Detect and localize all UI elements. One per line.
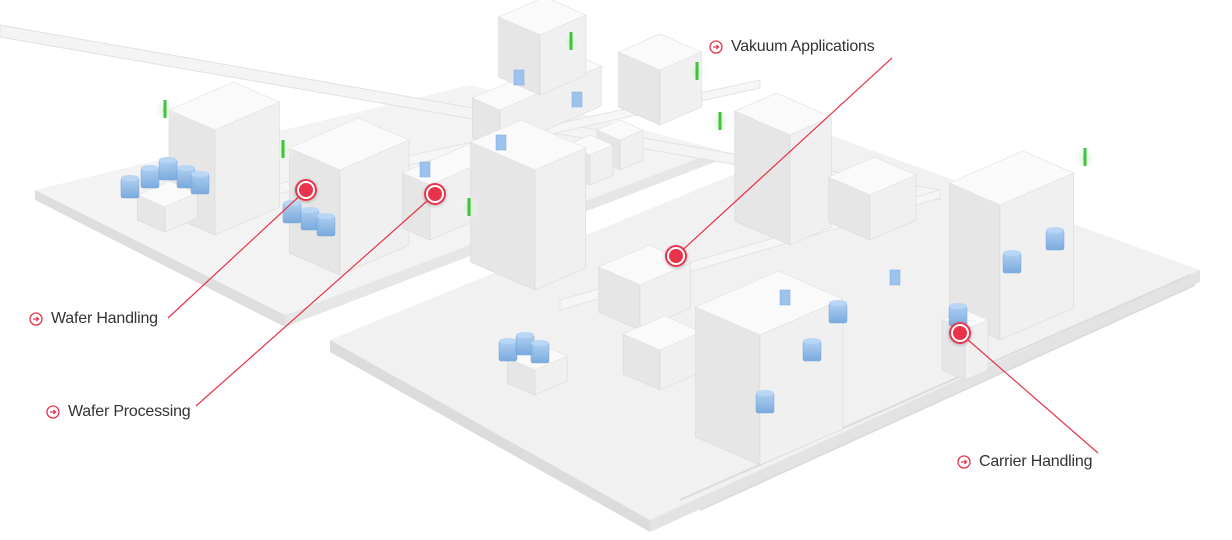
status-light-icon (559, 30, 583, 54)
wafer-carrier (948, 303, 968, 327)
status-light-icon (457, 196, 481, 220)
rail-carrier (571, 91, 583, 108)
machine-vacuum-tower (469, 119, 587, 291)
leader-line-wafer-handling (167, 189, 307, 319)
status-light-icon (271, 138, 295, 162)
machine-vacuum-tower-right (734, 92, 833, 246)
label-wafer-processing[interactable]: Wafer Processing (46, 403, 191, 421)
wafer-carrier (316, 213, 336, 237)
wafer-carrier (515, 332, 535, 356)
leader-line-vakuum-applications (675, 57, 893, 257)
status-light-icon (153, 98, 177, 122)
wafer-carrier (140, 165, 160, 189)
label-vakuum-applications[interactable]: Vakuum Applications (709, 38, 875, 56)
label-text: Wafer Processing (68, 403, 191, 420)
leader-line-wafer-processing (195, 193, 436, 407)
circle-arrow-right-icon (29, 312, 43, 326)
status-light-icon (1073, 146, 1097, 170)
hotspot-wafer-handling[interactable] (295, 179, 317, 201)
wafer-carrier (802, 338, 822, 362)
leader-lines (167, 57, 1099, 454)
rail-carrier (779, 289, 791, 306)
label-carrier-handling[interactable]: Carrier Handling (957, 453, 1092, 471)
wafer-carrier (1002, 250, 1022, 274)
wafer-carrier (530, 340, 550, 364)
wafer-carrier (158, 157, 178, 181)
machine-vacuum-chamber-right (827, 156, 917, 241)
rail-carrier (419, 161, 431, 178)
hotspot-carrier-handling[interactable] (949, 322, 971, 344)
wafer-carrier (828, 300, 848, 324)
machine-carrier-loader (694, 270, 844, 466)
label-text: Carrier Handling (979, 453, 1093, 470)
wafer-carrier (190, 171, 210, 195)
label-text: Vakuum Applications (731, 38, 875, 55)
status-light-icon (685, 60, 709, 84)
wafer-carrier (300, 207, 320, 231)
wafer-carrier (120, 175, 140, 199)
status-light-icon (708, 110, 732, 134)
rail-carrier (495, 134, 507, 151)
wafer-carrier (176, 165, 196, 189)
rail-carrier (889, 269, 901, 286)
wafer-carrier (755, 390, 775, 414)
hotspot-vakuum-applications[interactable] (665, 245, 687, 267)
agv-cart-left (136, 180, 198, 233)
leader-line-carrier-handling (959, 332, 1099, 454)
circle-arrow-right-icon (957, 455, 971, 469)
wafer-carrier (498, 338, 518, 362)
machine-carrier-stocker (948, 150, 1075, 341)
label-text: Wafer Handling (51, 310, 158, 327)
label-wafer-handling[interactable]: Wafer Handling (29, 310, 158, 328)
machine-vacuum-chamber-front (622, 315, 703, 391)
wafer-carrier (1045, 227, 1065, 251)
circle-arrow-right-icon (46, 405, 60, 419)
hotspot-wafer-processing[interactable] (424, 183, 446, 205)
circle-arrow-right-icon (709, 40, 723, 54)
rail-carrier (513, 69, 525, 86)
